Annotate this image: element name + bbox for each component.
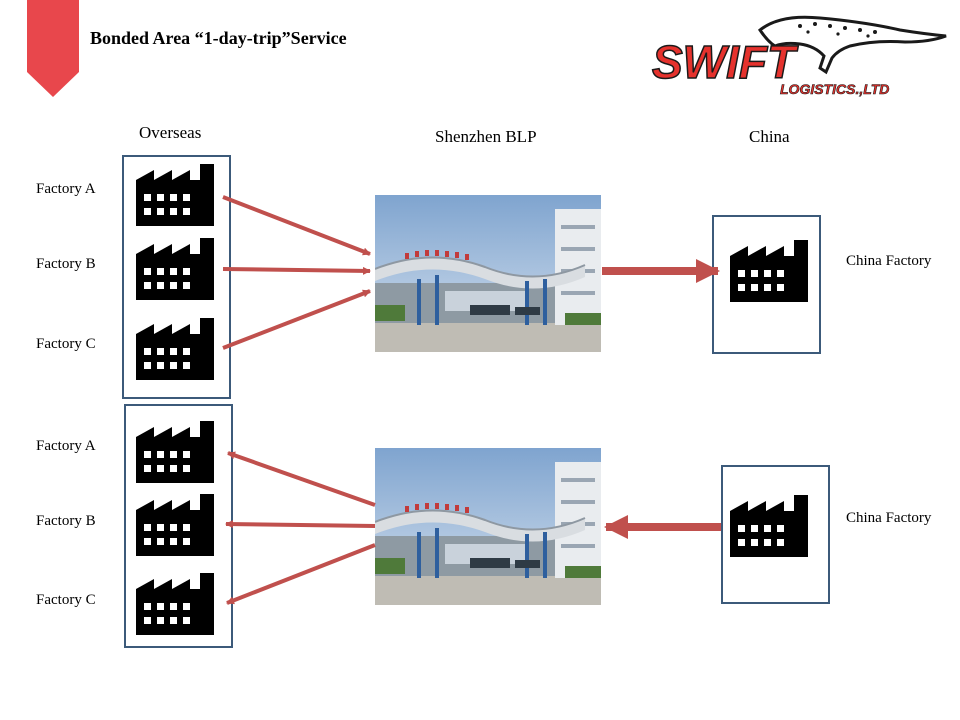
arrow-top-factory-b-to-blp [222,266,371,275]
arrow-top-factory-a-to-blp [222,195,371,256]
bottom-factory-b-label: Factory B [36,513,96,529]
top-factory-b-label: Factory B [36,256,96,272]
top-factory-a-label: Factory A [36,181,96,197]
cheetah-logo-icon: SWIFT LOGISTICS.,LTD [651,15,947,97]
arrow-top-factory-c-to-blp [222,289,371,350]
logo-brand-text: SWIFT [652,36,799,88]
top-china-factory-box [712,215,821,354]
bottom-china-factory-box [721,465,830,604]
arrow-bottom-blp-to-factory-c [226,543,376,605]
column-header-china: China [749,127,790,146]
accent-ribbon [27,0,79,97]
top-overseas-factories-box [122,155,231,399]
bottom-china-factory-label: China Factory [846,510,932,526]
logo-subtitle-text: LOGISTICS.,LTD [780,81,889,97]
top-factory-c-label: Factory C [36,336,96,352]
column-header-shenzhen-blp: Shenzhen BLP [435,127,537,146]
company-logo: SWIFT LOGISTICS.,LTD [650,8,950,103]
arrow-bottom-blp-to-factory-a [227,451,376,507]
page-title: Bonded Area “1-day-trip”Service [90,28,347,48]
arrow-bottom-blp-to-factory-b [225,520,376,529]
top-china-factory-label: China Factory [846,253,932,269]
bottom-factory-c-label: Factory C [36,592,96,608]
bottom-factory-a-label: Factory A [36,438,96,454]
column-header-overseas: Overseas [139,123,202,142]
